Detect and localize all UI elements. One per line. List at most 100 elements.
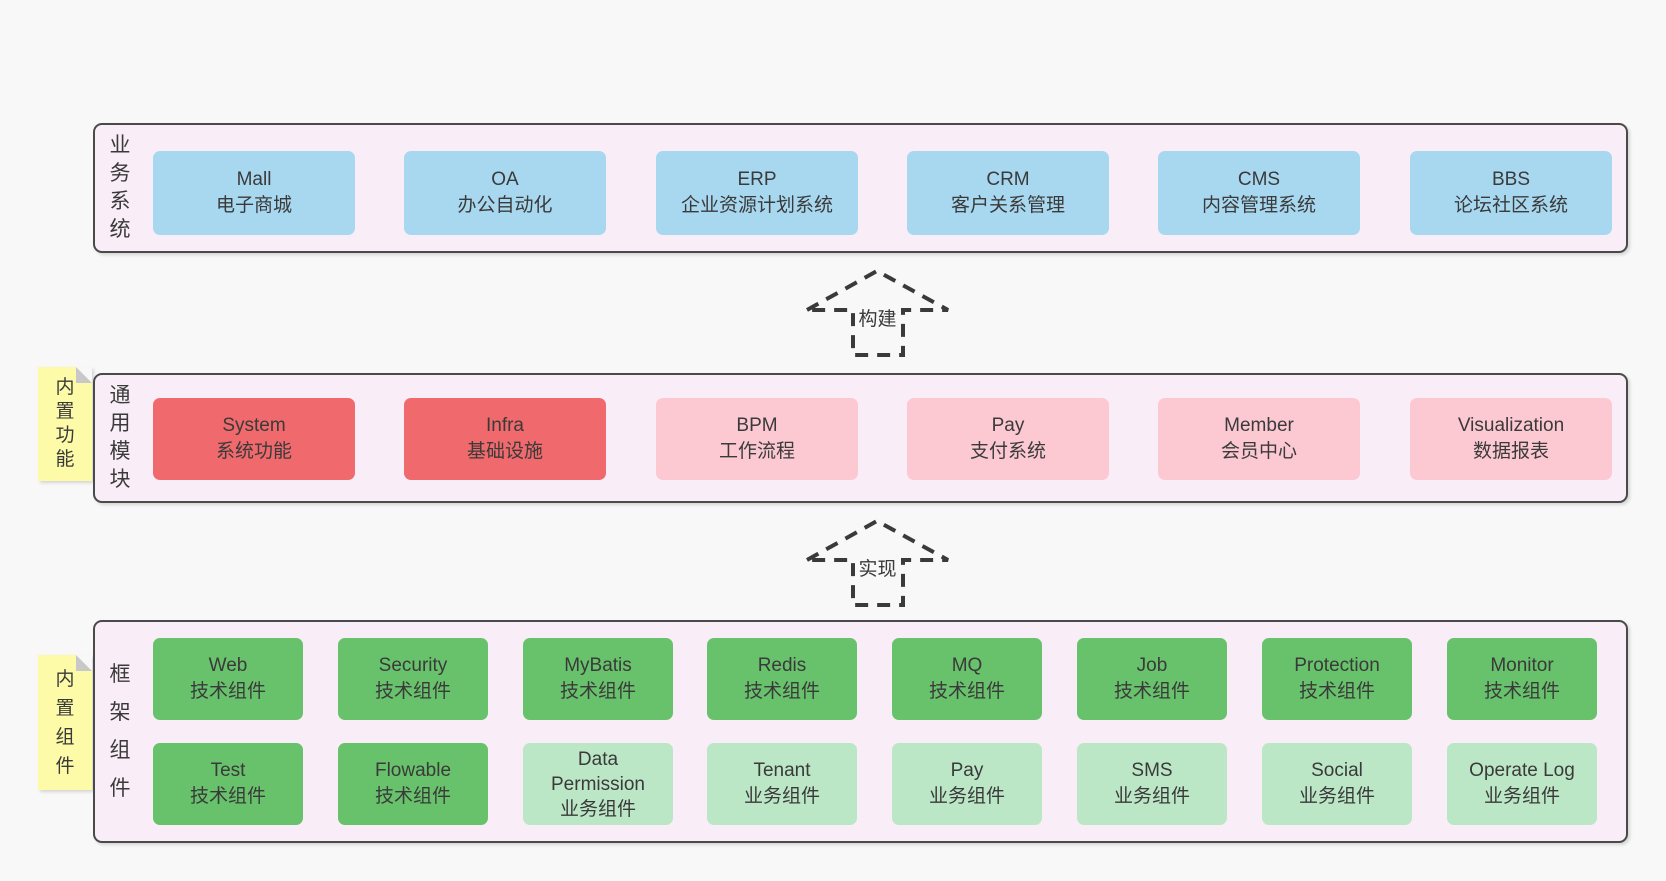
box-en-label: BBS	[1491, 169, 1531, 190]
band-business-systems: 业务系统 Mall 电子商城 OA 办公自动化 ERP 企业资源计划系统 CRM…	[93, 123, 1628, 253]
box-cn-label: 业务组件	[559, 798, 636, 820]
sticky-note-text: 内置组件	[55, 668, 75, 777]
band-label-common-modules: 通用模块	[105, 375, 135, 501]
box-en-label: Member	[1224, 415, 1294, 436]
box-mq: MQ 技术组件	[892, 638, 1042, 720]
box-bpm: BPM 工作流程	[656, 398, 858, 480]
implement-arrow-label: 实现	[854, 554, 901, 581]
box-en-label: ERP	[737, 169, 777, 190]
band-label-text: 业务系统	[109, 134, 131, 241]
box-en-label: Pay	[991, 415, 1025, 436]
box-cn-label: 论坛社区系统	[1453, 195, 1568, 216]
box-cn-label: 技术组件	[374, 786, 451, 807]
box-cn-label: 办公自动化	[457, 195, 553, 216]
box-job: Job 技术组件	[1077, 638, 1227, 720]
box-en-label: Mall	[236, 169, 272, 190]
box-cn-label: 内容管理系统	[1201, 195, 1316, 216]
box-web: Web 技术组件	[153, 638, 303, 720]
box-en-label: CMS	[1237, 169, 1281, 190]
band-label-business-systems: 业务系统	[105, 125, 135, 251]
implement-arrow: 实现	[800, 508, 955, 610]
build-arrow: 构建	[800, 258, 955, 360]
box-operate-log: Operate Log 业务组件	[1447, 743, 1597, 825]
sticky-fold-icon	[76, 655, 92, 671]
box-pay-system: Pay 支付系统	[907, 398, 1109, 480]
band-label-text: 框架组件	[109, 662, 131, 800]
box-cn-label: 技术组件	[1483, 681, 1560, 702]
band-label-framework-components: 框架组件	[105, 622, 135, 841]
box-en-label: Monitor	[1490, 655, 1554, 676]
box-member: Member 会员中心	[1158, 398, 1360, 480]
box-cn-label: 业务组件	[743, 786, 820, 807]
box-cn-label: 技术组件	[189, 681, 266, 702]
box-en-label: Test	[210, 760, 246, 781]
box-en-label: Flowable	[374, 760, 452, 781]
box-cn-label: 技术组件	[559, 681, 636, 702]
box-crm: CRM 客户关系管理	[907, 151, 1109, 235]
box-en-label: Protection	[1294, 655, 1380, 676]
box-en-label: Redis	[757, 655, 807, 676]
build-arrow-label: 构建	[854, 304, 901, 331]
box-erp: ERP 企业资源计划系统	[656, 151, 858, 235]
box-en-label: Pay	[950, 760, 984, 781]
box-tenant: Tenant 业务组件	[707, 743, 857, 825]
box-en-label: Social	[1311, 760, 1363, 781]
sticky-note-builtin-components: 内置组件	[38, 655, 92, 790]
box-system: System 系统功能	[153, 398, 355, 480]
box-en-label: SMS	[1131, 760, 1173, 781]
dashed-up-arrow-icon	[800, 518, 949, 607]
sticky-note-builtin-features: 内置功能	[38, 367, 92, 481]
box-cn-label: 技术组件	[928, 681, 1005, 702]
sticky-fold-icon	[76, 367, 92, 383]
box-cn-label: 业务组件	[928, 786, 1005, 807]
sticky-note-text: 内置功能	[55, 377, 75, 470]
box-cn-label: 业务组件	[1483, 786, 1560, 807]
box-en-label: Visualization	[1457, 415, 1565, 436]
box-en-label: Security	[378, 655, 448, 676]
box-protection: Protection 技术组件	[1262, 638, 1412, 720]
box-security: Security 技术组件	[338, 638, 488, 720]
band-label-text: 通用模块	[109, 384, 131, 491]
box-sms: SMS 业务组件	[1077, 743, 1227, 825]
box-test: Test 技术组件	[153, 743, 303, 825]
box-cn-label: 数据报表	[1472, 441, 1549, 462]
box-visualization: Visualization 数据报表	[1410, 398, 1612, 480]
box-cn-label: 客户关系管理	[950, 195, 1065, 216]
box-cn-label: 企业资源计划系统	[680, 195, 833, 216]
box-en-label: BPM	[736, 415, 778, 436]
box-en-label: Tenant	[753, 760, 811, 781]
box-mall: Mall 电子商城	[153, 151, 355, 235]
box-cn-label: 技术组件	[374, 681, 451, 702]
box-cn-label: 技术组件	[1298, 681, 1375, 702]
box-mybatis: MyBatis 技术组件	[523, 638, 673, 720]
band-common-modules: 通用模块 System 系统功能 Infra 基础设施 BPM 工作流程 Pay…	[93, 373, 1628, 503]
box-cn-label: 支付系统	[969, 441, 1046, 462]
box-cn-label: 技术组件	[189, 786, 266, 807]
band-framework-components: 框架组件 Web 技术组件 Security 技术组件 MyBatis 技术组件…	[93, 620, 1628, 843]
box-cn-label: 系统功能	[215, 441, 292, 462]
box-cn-label: 业务组件	[1113, 786, 1190, 807]
box-redis: Redis 技术组件	[707, 638, 857, 720]
box-social: Social 业务组件	[1262, 743, 1412, 825]
box-en-label: System	[222, 415, 286, 436]
box-cn-label: 会员中心	[1220, 441, 1297, 462]
box-flowable: Flowable 技术组件	[338, 743, 488, 825]
box-en-label: Operate Log	[1469, 760, 1575, 781]
box-en-label: MQ	[951, 655, 983, 676]
box-bbs: BBS 论坛社区系统	[1410, 151, 1612, 235]
box-cn-label: 基础设施	[466, 441, 543, 462]
box-cn-label: 工作流程	[718, 441, 795, 462]
box-en-label: CRM	[986, 169, 1030, 190]
box-cms: CMS 内容管理系统	[1158, 151, 1360, 235]
box-cn-label: 技术组件	[743, 681, 820, 702]
box-en-label: Web	[208, 655, 248, 676]
box-cn-label: 业务组件	[1298, 786, 1375, 807]
box-cn-label: 电子商城	[215, 195, 292, 216]
box-cn-label: 技术组件	[1113, 681, 1190, 702]
box-data-permission: Data Permission 业务组件	[523, 743, 673, 825]
box-pay-biz: Pay 业务组件	[892, 743, 1042, 825]
box-en-label: Data Permission	[551, 748, 645, 795]
box-monitor: Monitor 技术组件	[1447, 638, 1597, 720]
box-infra: Infra 基础设施	[404, 398, 606, 480]
